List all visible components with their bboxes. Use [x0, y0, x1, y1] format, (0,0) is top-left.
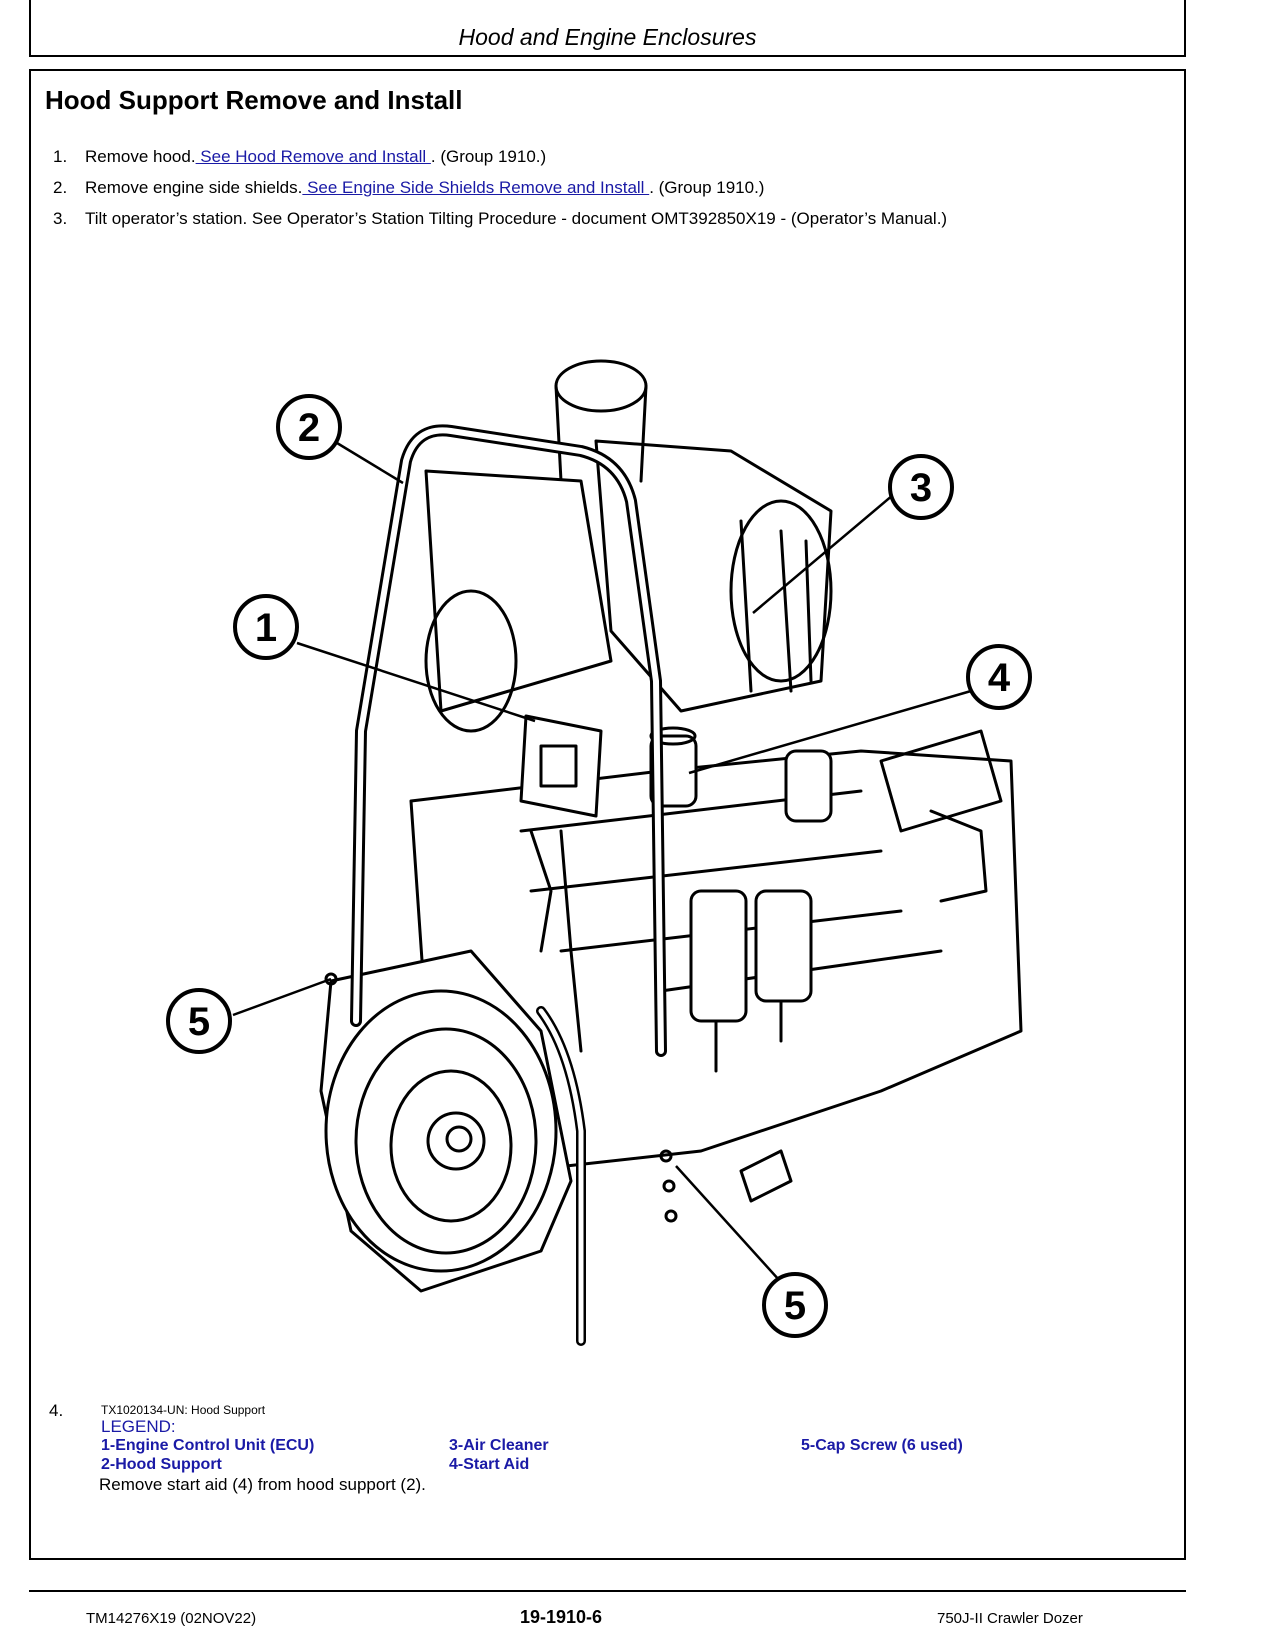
- legend-item-4: 4-Start Aid: [449, 1456, 530, 1473]
- svg-text:2: 2: [298, 406, 320, 450]
- callout-4: 4: [966, 644, 1032, 710]
- callout-3: 3: [888, 454, 954, 520]
- step-number: 4.: [49, 1401, 64, 1420]
- step-number: 3.: [53, 209, 68, 228]
- step-text: Remove hood.: [85, 147, 196, 166]
- step-number: 1.: [53, 147, 68, 166]
- svg-text:4: 4: [988, 656, 1011, 700]
- legend-item-1: 1-Engine Control Unit (ECU): [101, 1437, 315, 1454]
- svg-text:5: 5: [784, 1284, 806, 1328]
- footer-rule: [29, 1590, 1186, 1592]
- svg-text:5: 5: [188, 1000, 210, 1044]
- legend-item-2: 2-Hood Support: [101, 1456, 222, 1473]
- page-title: Hood Support Remove and Install: [45, 85, 463, 115]
- section-header: Hood and Engine Enclosures: [29, 0, 1186, 57]
- engine-side-shields-link[interactable]: See Engine Side Shields Remove and Insta…: [302, 178, 650, 197]
- content-box: Hood Support Remove and Install 1. Remov…: [29, 69, 1186, 1560]
- callout-5-right: 5: [762, 1272, 828, 1338]
- step-3: 3. Tilt operator’s station. See Operator…: [53, 209, 1163, 240]
- footer-page-number: 19-1910-6: [520, 1607, 603, 1627]
- svg-text:1: 1: [255, 606, 277, 650]
- step-text: Tilt operator’s station. See Operator’s …: [85, 209, 948, 228]
- section-title: Hood and Engine Enclosures: [458, 24, 757, 50]
- step-number: 2.: [53, 178, 68, 197]
- legend-item-3: 3-Air Cleaner: [449, 1437, 549, 1454]
- footer-model: 750J-II Crawler Dozer: [937, 1610, 1083, 1627]
- callout-5-left: 5: [166, 988, 232, 1054]
- step-2: 2. Remove engine side shields. See Engin…: [53, 178, 1163, 209]
- step-text-suffix: . (Group 1910.): [649, 178, 765, 197]
- svg-text:3: 3: [910, 466, 932, 510]
- legend-item-5: 5-Cap Screw (6 used): [801, 1437, 963, 1454]
- legend-heading: LEGEND:: [101, 1417, 176, 1436]
- callout-1: 1: [233, 594, 299, 660]
- step-list: 1. Remove hood. See Hood Remove and Inst…: [53, 147, 1163, 240]
- callout-2: 2: [276, 394, 342, 460]
- step-1: 1. Remove hood. See Hood Remove and Inst…: [53, 147, 1163, 178]
- step-4-text: Remove start aid (4) from hood support (…: [99, 1475, 426, 1494]
- step-text-suffix: . (Group 1910.): [430, 147, 547, 166]
- figure-caption: TX1020134-UN: Hood Support: [101, 1403, 266, 1417]
- footer-doc-id: TM14276X19 (02NOV22): [86, 1610, 257, 1627]
- step-text: Remove engine side shields.: [85, 178, 303, 197]
- hood-remove-install-link[interactable]: See Hood Remove and Install: [195, 147, 431, 166]
- engine-illustration: 2 3 1 4 5 5: [166, 359, 1032, 1346]
